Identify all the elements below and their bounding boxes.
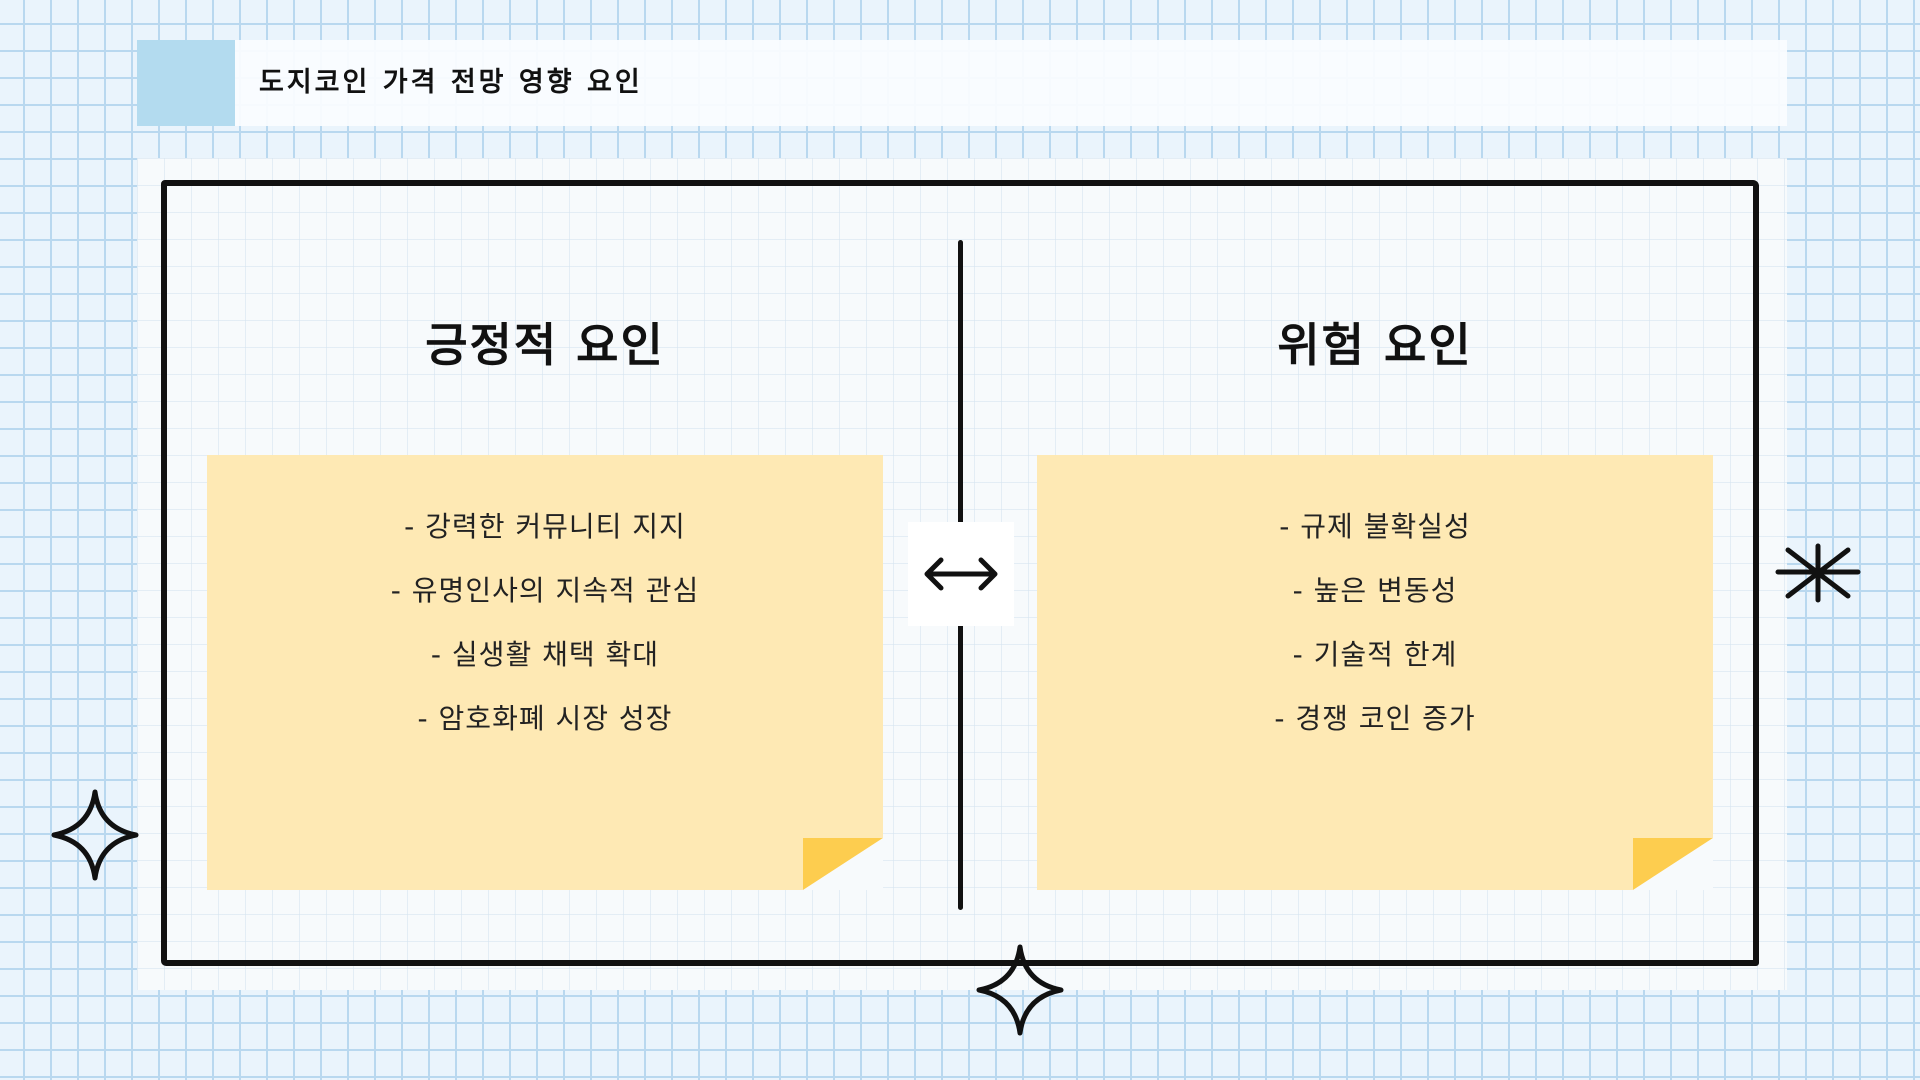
positive-factors-list: - 강력한 커뮤니티 지지 - 유명인사의 지속적 관심 - 실생활 채택 확대…: [207, 495, 883, 751]
hand-drawn-frame: [161, 180, 1759, 966]
list-item: - 경쟁 코인 증가: [1274, 702, 1476, 735]
risk-factors-list: - 규제 불확실성 - 높은 변동성 - 기술적 한계 - 경쟁 코인 증가: [1037, 495, 1713, 751]
risk-factors-heading: 위험 요인: [1277, 318, 1473, 372]
title-color-swatch: [137, 40, 235, 126]
swap-box: [908, 522, 1014, 626]
positive-factors-note: - 강력한 커뮤니티 지지 - 유명인사의 지속적 관심 - 실생활 채택 확대…: [207, 455, 883, 890]
list-item: - 강력한 커뮤니티 지지: [404, 510, 686, 543]
left-right-arrow-icon: [924, 557, 998, 591]
note-fold-corner: [803, 838, 883, 890]
list-item: - 기술적 한계: [1292, 638, 1458, 671]
list-item: - 높은 변동성: [1292, 574, 1458, 607]
title-bar: 도지코인 가격 전망 영향 요인: [137, 40, 1787, 126]
asterisk-icon: [1775, 543, 1861, 603]
note-fold-corner: [1633, 838, 1713, 890]
positive-factors-heading: 긍정적 요인: [425, 318, 665, 372]
risk-factors-note: - 규제 불확실성 - 높은 변동성 - 기술적 한계 - 경쟁 코인 증가: [1037, 455, 1713, 890]
list-item: - 실생활 채택 확대: [430, 638, 660, 671]
list-item: - 유명인사의 지속적 관심: [390, 574, 700, 607]
four-point-star-icon: [976, 944, 1064, 1036]
four-point-star-icon: [51, 789, 139, 881]
list-item: - 암호화폐 시장 성장: [417, 702, 673, 735]
list-item: - 규제 불확실성: [1279, 510, 1471, 543]
slide-title: 도지코인 가격 전망 영향 요인: [259, 67, 643, 98]
